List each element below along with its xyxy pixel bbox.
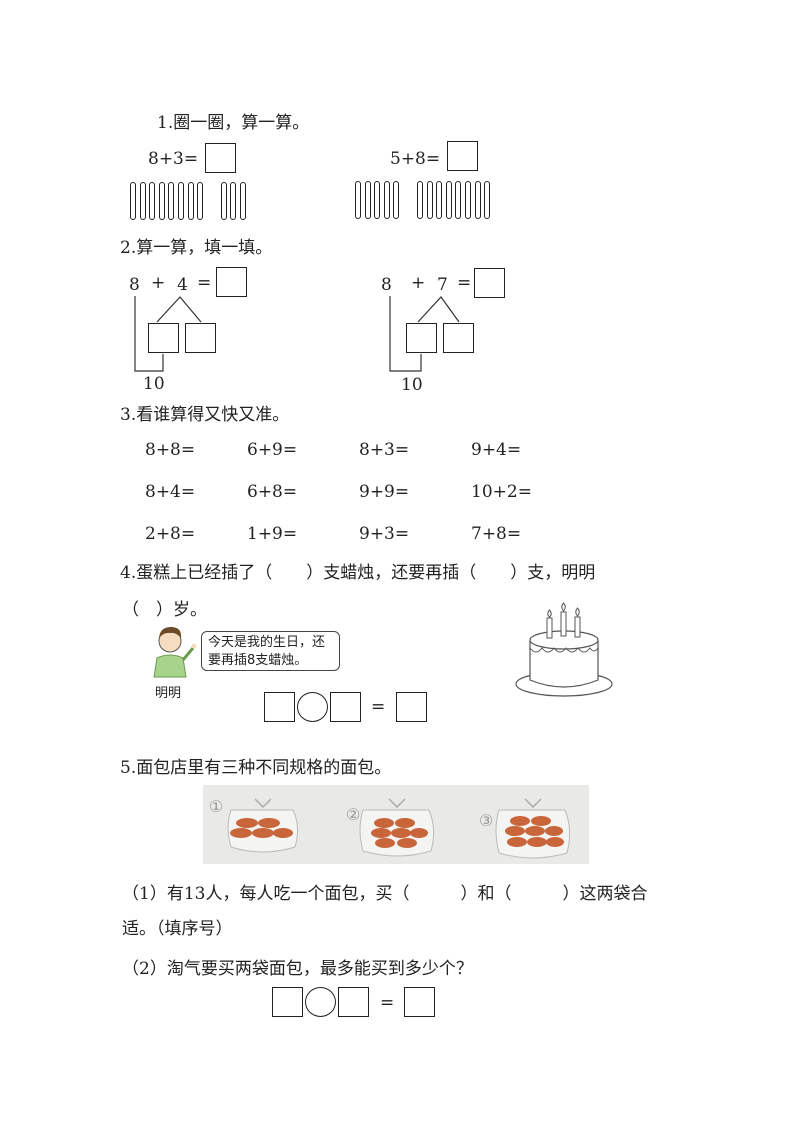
- q4-operator-circle[interactable]: [297, 692, 328, 722]
- q3-r3-c4: 7+8=: [471, 524, 522, 544]
- q2-right-b: 7: [437, 275, 448, 295]
- bubble-line-1: 今天是我的生日，还: [208, 635, 326, 650]
- q3-r3-c2: 1+9=: [247, 524, 298, 544]
- counting-stick[interactable]: [158, 182, 165, 220]
- q5-operator-circle[interactable]: [305, 987, 336, 1017]
- q3-r1-c2: 6+9=: [247, 440, 298, 460]
- q2-right-answer-box[interactable]: [474, 268, 505, 298]
- q1-title: 1.圈一圈，算一算。: [157, 113, 310, 133]
- q4-line1: 4.蛋糕上已经插了（ ）支蜡烛，还要再插（ ）支，明明: [120, 563, 596, 583]
- counting-stick[interactable]: [178, 182, 184, 220]
- q3-r3-c3: 9+3=: [359, 524, 410, 544]
- q4-equals: =: [371, 697, 386, 717]
- counting-stick[interactable]: [240, 182, 246, 220]
- counting-stick[interactable]: [130, 182, 136, 220]
- q5-title: 5.面包店里有三种不同规格的面包。: [120, 758, 392, 778]
- q2-left-split-box-2[interactable]: [185, 323, 216, 353]
- q3-title: 3.看谁算得又快又准。: [120, 405, 290, 425]
- q5-sub2: （2）淘气要买两袋面包，最多能买到多少个？: [122, 959, 473, 979]
- counting-stick[interactable]: [426, 181, 433, 219]
- counting-stick[interactable]: [393, 181, 400, 219]
- bread-photo: ① ② ③: [203, 785, 589, 864]
- q2-right-eq: =: [457, 273, 472, 293]
- counting-stick[interactable]: [474, 181, 481, 219]
- q3-r2-c1: 8+4=: [145, 482, 196, 502]
- counting-stick[interactable]: [355, 181, 361, 219]
- q3-r1-c4: 9+4=: [471, 440, 522, 460]
- q2-right-ten: 10: [401, 375, 423, 395]
- q2-left-ten: 10: [143, 374, 165, 394]
- q5-equals: =: [380, 993, 395, 1013]
- counting-stick[interactable]: [417, 181, 423, 219]
- q2-left-op: +: [151, 273, 166, 293]
- q3-r2-c3: 9+9=: [359, 482, 410, 502]
- counting-stick[interactable]: [187, 182, 194, 220]
- q5-sub1-line1: （1）有13人，每人吃一个面包，买（ ）和（ ）这两袋合: [122, 884, 648, 904]
- counting-stick[interactable]: [364, 181, 371, 219]
- q1-answer-box-right[interactable]: [447, 141, 478, 171]
- q2-left-eq: =: [197, 273, 212, 293]
- counting-stick[interactable]: [139, 182, 146, 220]
- bag-label-3: ③: [479, 811, 494, 830]
- q2-left-split-box-1[interactable]: [148, 323, 179, 353]
- counting-stick[interactable]: [168, 182, 175, 220]
- counting-stick[interactable]: [374, 181, 381, 219]
- counting-stick[interactable]: [445, 181, 452, 219]
- q2-left-b: 4: [177, 275, 188, 295]
- q1-answer-box-left[interactable]: [205, 143, 236, 173]
- q2-right-split-box-1[interactable]: [406, 323, 437, 353]
- counting-stick[interactable]: [197, 182, 204, 220]
- q5-box-1[interactable]: [272, 987, 303, 1017]
- q2-left-answer-box[interactable]: [216, 267, 247, 297]
- q2-right-split-box-2[interactable]: [443, 323, 474, 353]
- q2-title: 2.算一算，填一填。: [120, 238, 273, 258]
- q4-box-1[interactable]: [264, 692, 295, 722]
- q4-result-box[interactable]: [396, 692, 427, 722]
- counting-stick[interactable]: [465, 181, 471, 219]
- q5-sub1-line2: 适。（填序号）: [122, 919, 233, 939]
- q1-equation-left: 8+3=: [148, 149, 199, 169]
- counting-stick[interactable]: [436, 181, 443, 219]
- counting-stick[interactable]: [455, 181, 462, 219]
- bag-label-1: ①: [209, 797, 224, 816]
- q2-left-a: 8: [129, 275, 140, 295]
- counting-stick[interactable]: [149, 182, 156, 220]
- counting-stick[interactable]: [383, 181, 390, 219]
- q3-r2-c2: 6+8=: [247, 482, 298, 502]
- q4-line2: （ ）岁。: [122, 600, 207, 620]
- q3-r1-c1: 8+8=: [145, 440, 196, 460]
- counting-stick[interactable]: [220, 182, 227, 220]
- q3-r3-c1: 2+8=: [145, 524, 196, 544]
- boy-name-label: 明明: [155, 686, 182, 701]
- q5-box-2[interactable]: [338, 987, 369, 1017]
- q4-box-2[interactable]: [330, 692, 361, 722]
- counting-stick[interactable]: [230, 182, 237, 220]
- q3-r1-c3: 8+3=: [359, 440, 410, 460]
- q1-equation-right: 5+8=: [390, 149, 441, 169]
- bubble-line-2: 要再插8支蜡烛。: [208, 653, 308, 668]
- q2-right-op: +: [411, 273, 426, 293]
- speech-bubble: 今天是我的生日，还 要再插8支蜡烛。: [201, 631, 340, 671]
- counting-stick[interactable]: [484, 181, 491, 219]
- q3-r2-c4: 10+2=: [471, 482, 532, 502]
- q5-result-box[interactable]: [404, 987, 435, 1017]
- bag-label-2: ②: [346, 805, 361, 824]
- q2-right-a: 8: [381, 275, 392, 295]
